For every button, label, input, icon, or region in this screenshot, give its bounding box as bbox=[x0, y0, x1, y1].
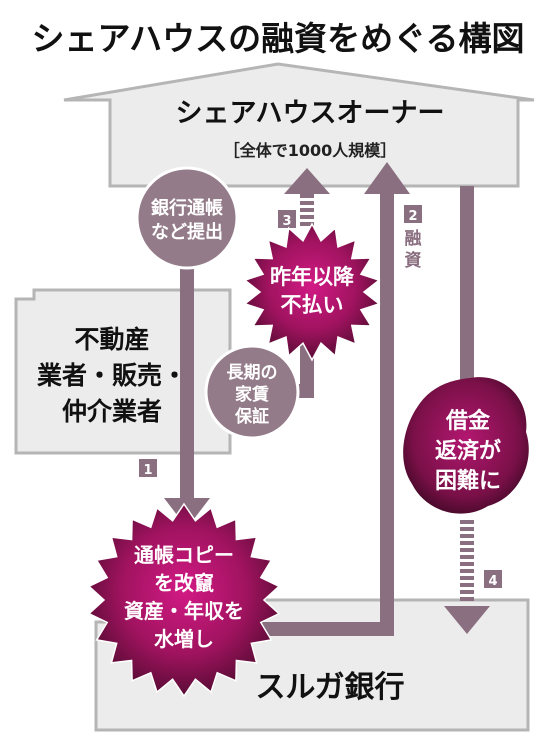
bank-label: スルガ銀行 bbox=[255, 670, 404, 705]
diagram-title: シェアハウスの融資をめぐる構図 bbox=[31, 19, 524, 58]
repay-blob bbox=[403, 377, 529, 514]
guarantee-line1: 長期の bbox=[227, 363, 278, 383]
arrow-step2-loan bbox=[246, 162, 410, 636]
step3-badge: 3 bbox=[278, 210, 296, 229]
falsify-burst bbox=[87, 502, 281, 698]
falsify-line3: 資産・年収を bbox=[124, 599, 244, 623]
step1-badge: 1 bbox=[139, 459, 157, 478]
owner-house-box bbox=[63, 62, 535, 188]
step2-label-line1: 融 bbox=[405, 229, 422, 249]
guarantee-bubble bbox=[204, 344, 300, 440]
unpaid-burst bbox=[243, 222, 381, 362]
realtor-label-line3: 仲介業者 bbox=[62, 397, 162, 426]
realtor-label-line1: 不動産 bbox=[74, 325, 149, 354]
arrow-step4 bbox=[444, 186, 490, 634]
unpaid-line1: 昨年以降 bbox=[270, 265, 355, 289]
step2-badge: 2 bbox=[404, 205, 422, 224]
step2-number: 2 bbox=[408, 209, 417, 224]
step4-badge: 4 bbox=[484, 570, 502, 589]
falsify-line4: 水増し bbox=[154, 627, 214, 651]
step1-number: 1 bbox=[143, 463, 152, 478]
guarantee-line3: 保証 bbox=[234, 406, 269, 427]
repay-line1: 借金 bbox=[445, 408, 491, 434]
falsify-line1: 通帳コピー bbox=[134, 543, 234, 567]
repay-line2: 返済が bbox=[435, 438, 501, 464]
realtor-label-line2: 業者・販売・ bbox=[37, 361, 187, 390]
passbook-bubble bbox=[135, 166, 239, 270]
realtor-box bbox=[14, 288, 232, 455]
passbook-line2: など提出 bbox=[151, 221, 223, 243]
step3-number: 3 bbox=[282, 214, 291, 229]
owner-note: ［全体で1000人規模］ bbox=[224, 141, 397, 160]
falsify-line2: を改竄 bbox=[154, 571, 214, 595]
passbook-line1: 銀行通帳 bbox=[151, 197, 223, 219]
owner-label: シェアハウスオーナー bbox=[176, 98, 445, 129]
step4-number: 4 bbox=[488, 574, 497, 589]
repay-line3: 困難に bbox=[435, 468, 501, 494]
step2-label-line2: 資 bbox=[405, 251, 422, 271]
unpaid-line2: 不払い bbox=[281, 293, 344, 317]
guarantee-line2: 家賃 bbox=[235, 384, 269, 405]
